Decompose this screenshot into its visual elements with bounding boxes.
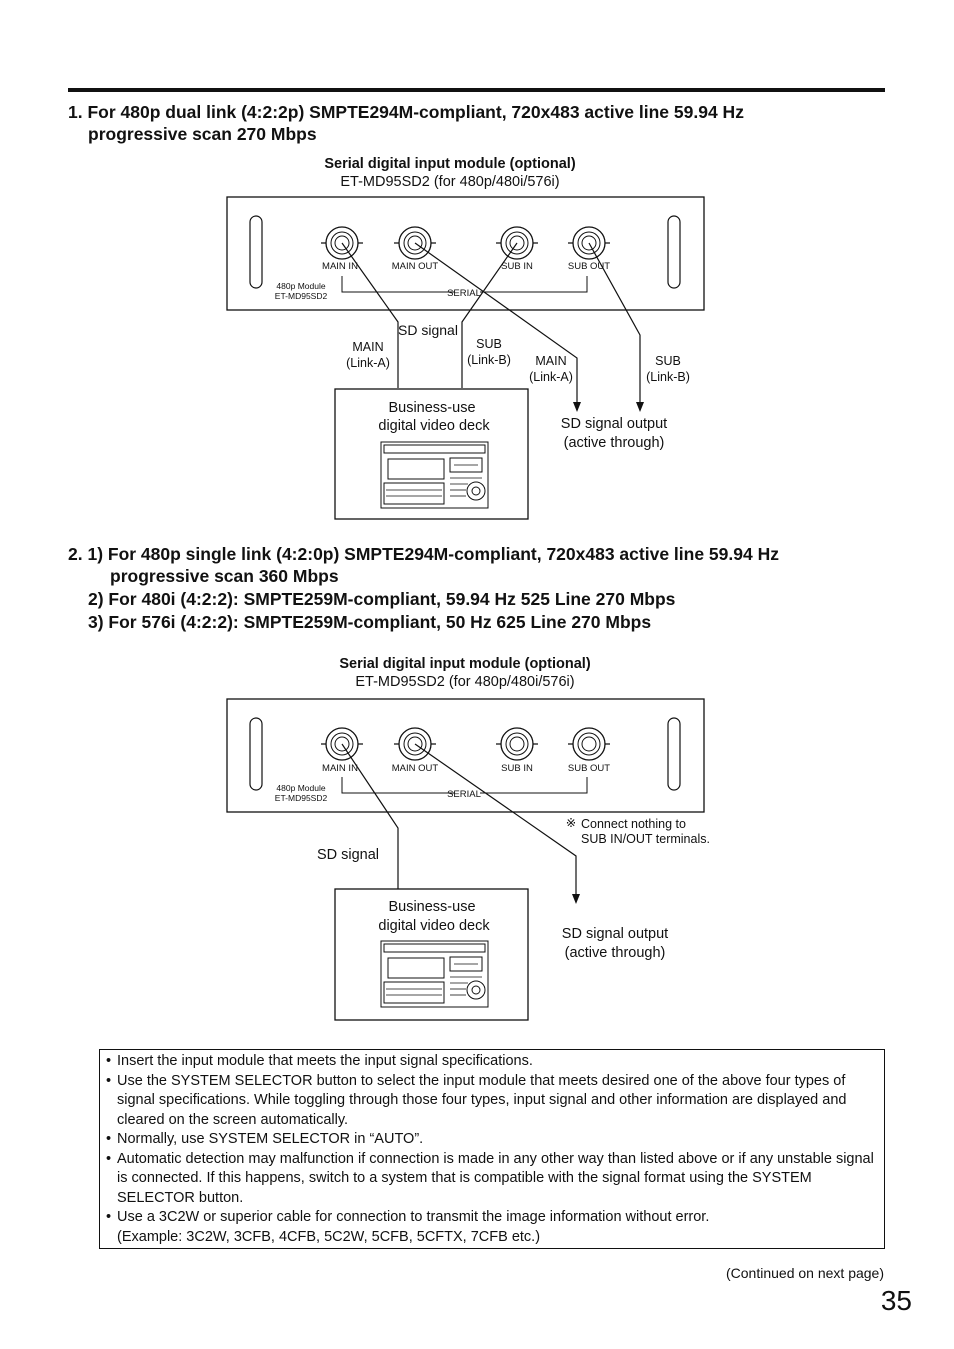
section1-heading-line1: 1. For 480p dual link (4:2:2p) SMPTE294M… (68, 102, 744, 122)
sub-link-b-left-1: SUB (476, 337, 502, 351)
notes-list: Insert the input module that meets the i… (106, 1052, 876, 1247)
panel-handle-left (249, 215, 263, 289)
sd-output-line1-2: SD signal output (562, 926, 668, 942)
cable-sub-link-b-out (588, 242, 641, 410)
sub-in-label-2: SUB IN (501, 763, 533, 774)
continued-note: (Continued on next page) (726, 1265, 884, 1281)
sub-out-label-2: SUB OUT (568, 763, 610, 774)
cable-main-in-2 (341, 743, 399, 889)
module-label-line2-2: ET-MD95SD2 (275, 793, 328, 803)
page-number: 35 (880, 1285, 912, 1316)
main-link-a-left-2: (Link-A) (346, 356, 390, 370)
sub-out-connector-2 (568, 727, 610, 761)
module-label-line1-1: 480p Module (276, 281, 325, 291)
section2-heading3: 3) For 576i (4:2:2): SMPTE259M-compliant… (88, 612, 652, 632)
section2-module-model: ET-MD95SD2 (for 480p/480i/576i) (355, 674, 575, 690)
sd-signal-label-2: SD signal (317, 847, 379, 863)
section1-heading: 1. For 480p dual link (4:2:2p) SMPTE294M… (68, 101, 744, 145)
serial-label-2: SERIAL (447, 789, 481, 800)
note-item: Use the SYSTEM SELECTOR button to select… (106, 1072, 876, 1131)
section2-heading2: 2) For 480i (4:2:2): SMPTE259M-compliant… (88, 589, 676, 609)
module-label-line1-2: 480p Module (276, 783, 325, 793)
sd-output-line2-2: (active through) (565, 945, 666, 961)
serial-label-1: SERIAL (447, 288, 481, 299)
note-item: Normally, use SYSTEM SELECTOR in “AUTO”. (106, 1130, 876, 1150)
main-in-label-2: MAIN IN (322, 763, 358, 774)
sub-out-label-1: SUB OUT (568, 261, 610, 272)
main-out-label-2: MAIN OUT (392, 763, 439, 774)
top-rule (68, 88, 885, 92)
deck-label-line2-2: digital video deck (378, 918, 490, 934)
main-link-a-right-1: MAIN (535, 354, 566, 368)
section2-module-title: Serial digital input module (optional) (339, 656, 591, 672)
deck-label-line1-1: Business-use (388, 400, 475, 416)
main-in-label-1: MAIN IN (322, 261, 358, 272)
sd-output-line2-1: (active through) (564, 435, 665, 451)
section1-module-caption: Serial digital input module (optional) E… (230, 155, 670, 191)
cable-main-link-a-out (414, 242, 578, 410)
deck-label-line1-2: Business-use (388, 899, 475, 915)
section1-module-model: ET-MD95SD2 (for 480p/480i/576i) (340, 174, 560, 190)
arrow-main-out-2 (572, 894, 580, 904)
deck-label-line2-1: digital video deck (378, 418, 490, 434)
cable-main-out-2 (414, 743, 577, 900)
module-panel-1: MAIN IN MAIN OUT SUB IN SUB OUT SERIAL 4… (226, 196, 705, 311)
note-item: Automatic detection may malfunction if c… (106, 1150, 876, 1209)
sub-in-connector-2 (496, 727, 538, 761)
video-deck-box-1: Business-use digital video deck (334, 388, 529, 520)
sub-link-b-left-2: (Link-B) (467, 353, 511, 367)
sub-link-b-right-1: SUB (655, 354, 681, 368)
note-line2-2: SUB IN/OUT terminals. (581, 832, 710, 846)
cables-2 (341, 743, 577, 900)
main-link-a-left-1: MAIN (352, 340, 383, 354)
main-link-a-right-2: (Link-A) (529, 370, 573, 384)
panel-handle-right (667, 215, 681, 289)
cables-1 (341, 242, 641, 410)
panel-handle-left-2 (249, 717, 263, 791)
note-item: Use a 3C2W or superior cable for connect… (106, 1208, 876, 1247)
section2-module-caption: Serial digital input module (optional) E… (245, 655, 685, 691)
section1-heading-line2: progressive scan 270 Mbps (88, 124, 317, 144)
sd-output-line1-1: SD signal output (561, 416, 667, 432)
cable-sub-link-b-in (461, 242, 518, 388)
notes-box: Insert the input module that meets the i… (99, 1049, 885, 1249)
section2-heading: 2. 1) For 480p single link (4:2:0p) SMPT… (68, 543, 779, 633)
diagram-1: MAIN IN MAIN OUT SUB IN SUB OUT SERIAL 4… (226, 196, 705, 520)
section1-module-title: Serial digital input module (optional) (324, 156, 576, 172)
sd-signal-label-1: SD signal (398, 322, 458, 338)
cable-main-link-a-in (341, 242, 399, 388)
note-line1-2: Connect nothing to (581, 817, 686, 831)
video-deck-box-2: Business-use digital video deck (334, 888, 529, 1021)
panel-handle-right-2 (667, 717, 681, 791)
arrow-main-out-1 (573, 402, 581, 412)
main-out-label-1: MAIN OUT (392, 261, 439, 272)
sub-link-b-right-2: (Link-B) (646, 370, 690, 384)
section2-heading1-line2: progressive scan 360 Mbps (110, 566, 339, 586)
note-mark-2: ※ (566, 816, 576, 830)
video-deck-icon-2 (380, 940, 489, 1008)
video-deck-icon-1 (380, 441, 489, 509)
diagram-2: MAIN IN MAIN OUT SUB IN SUB OUT SERIAL 4… (226, 698, 710, 1021)
module-panel-2: MAIN IN MAIN OUT SUB IN SUB OUT SERIAL 4… (226, 698, 705, 813)
note-item: Insert the input module that meets the i… (106, 1052, 876, 1072)
sub-in-label-1: SUB IN (501, 261, 533, 272)
module-label-line2-1: ET-MD95SD2 (275, 291, 328, 301)
section2-heading1-line1: 2. 1) For 480p single link (4:2:0p) SMPT… (68, 544, 779, 564)
arrow-sub-out-1 (636, 402, 644, 412)
